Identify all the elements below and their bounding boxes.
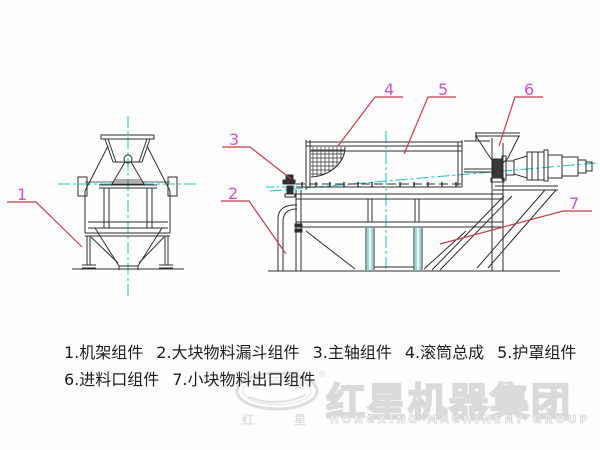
leader-2	[221, 200, 287, 255]
drum-top	[306, 141, 462, 152]
hongxing-logo: ★ ★ ★ 红 星 ®	[234, 370, 327, 427]
bearing-bracket-right	[167, 176, 178, 197]
watermark-brand-en: HONGXING MACHINERY GROUP	[330, 414, 591, 427]
leader-3	[222, 146, 292, 180]
parts-legend: 1.机架组件 2.大块物料漏斗组件 3.主轴组件 4.滚筒总成 5.护罩组件 6…	[64, 340, 576, 393]
frame-braces	[305, 230, 467, 270]
legend-item-small-outlet: 7.小块物料出口组件	[172, 370, 316, 389]
hopper-rim	[100, 134, 155, 140]
legend-line-2: 6.进料口组件 7.小块物料出口组件	[64, 367, 576, 393]
callout-number-4: 4	[384, 80, 394, 99]
right-column	[491, 138, 504, 271]
frame-braces	[90, 236, 165, 264]
callout-number-6: 6	[524, 80, 534, 99]
logo-swoosh	[247, 394, 307, 403]
legend-item-drum: 4.滚筒总成	[404, 343, 485, 362]
leader-1	[7, 201, 83, 248]
housing-top	[464, 133, 490, 142]
bearing-bracket-left	[77, 176, 88, 197]
leader-lines	[7, 96, 592, 255]
centerlines	[58, 116, 598, 297]
drive-train	[490, 149, 593, 183]
chute-inner	[282, 208, 297, 271]
callouts: 1 2 3 4 5 6 7	[7, 80, 592, 255]
logo-char-hong: 红	[242, 413, 255, 427]
inner-legs	[103, 188, 153, 228]
callout-number-5: 5	[438, 80, 448, 99]
legend-item-feed-inlet: 6.进料口组件	[64, 370, 160, 389]
shroud-outline	[84, 145, 171, 233]
drum-mesh	[311, 147, 346, 177]
callout-number-2: 2	[228, 184, 238, 203]
drive-shaft	[464, 168, 492, 173]
drum-axis-centerline	[269, 162, 598, 192]
motor-bracket-legs	[476, 189, 557, 269]
drum-left-cap	[305, 140, 311, 190]
discharge-funnel	[94, 227, 163, 270]
motor-bracket	[493, 185, 558, 191]
hopper-walls	[104, 138, 151, 163]
drum-right-cap	[457, 140, 463, 187]
frame-beams	[296, 193, 503, 228]
legend-item-large-funnel: 2.大块物料漏斗组件	[156, 343, 300, 362]
front-view	[72, 134, 184, 270]
callout-numbers: 1 2 3 4 5 6 7	[17, 80, 579, 213]
legend-item-frame: 1.机架组件	[64, 343, 144, 362]
mesh-boundary-curve	[310, 146, 346, 178]
side-view	[268, 132, 593, 272]
leader-5	[403, 96, 456, 155]
screen-bolts	[301, 182, 457, 187]
legend-item-main-shaft: 3.主轴组件	[312, 343, 392, 362]
leader-4	[337, 96, 403, 147]
callout-number-7: 7	[569, 194, 579, 213]
cone-tip	[123, 154, 133, 164]
star-icon: ★	[251, 379, 261, 392]
frame-legs	[365, 228, 423, 270]
callout-number-1: 1	[17, 185, 27, 204]
chute-outer	[277, 204, 297, 271]
frame-feet	[82, 264, 173, 269]
watermark-brand-cn: 红星机器集团	[325, 380, 573, 427]
feed-hopper	[475, 132, 520, 167]
support-braces	[431, 195, 513, 271]
callout-number-3: 3	[229, 130, 239, 149]
leader-7	[439, 210, 592, 245]
logo-oval-inner	[242, 377, 312, 405]
star-icon: ★	[293, 379, 303, 392]
legend-item-guard: 5.护罩组件	[497, 343, 577, 362]
star-icon: ★	[271, 375, 282, 389]
beam-verticals	[367, 199, 420, 222]
registered-mark-icon: ®	[318, 370, 327, 380]
leader-6	[498, 96, 543, 147]
frame-legs	[86, 236, 169, 265]
logo-char-xing: 星	[294, 413, 307, 427]
main-shaft-bearing	[282, 174, 296, 198]
column-bolt	[294, 228, 303, 233]
cone-body	[111, 161, 145, 185]
legend-line-1: 1.机架组件 2.大块物料漏斗组件 3.主轴组件 4.滚筒总成 5.护罩组件	[64, 340, 576, 366]
